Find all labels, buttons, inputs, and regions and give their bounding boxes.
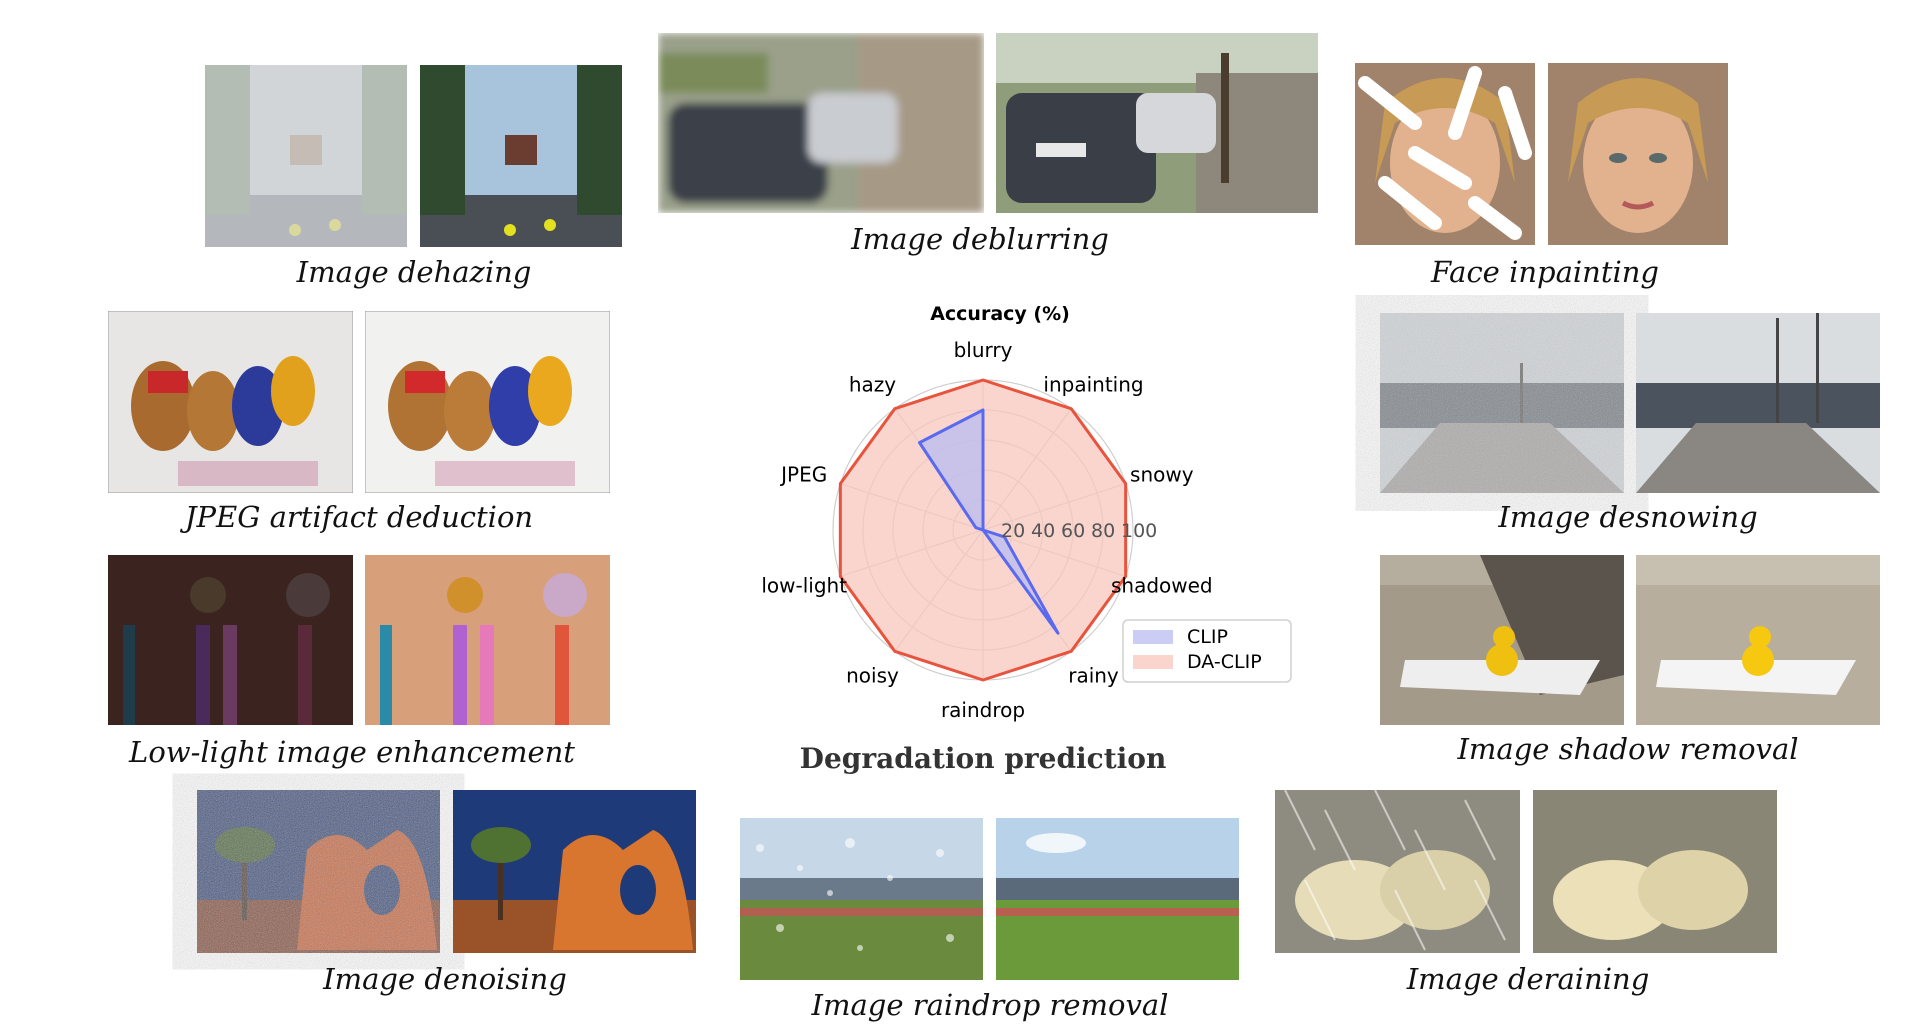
category-label-blurry: blurry: [954, 338, 1013, 362]
legend-label-clip: CLIP: [1187, 626, 1228, 648]
series-clip: [918, 408, 1060, 635]
derained-bears-image: [1533, 790, 1777, 953]
category-label-shadowed: shadowed: [1111, 574, 1213, 598]
category-label-raindrop: raindrop: [941, 698, 1025, 722]
raindrop-field-image: [740, 818, 983, 980]
category-label-low-light: low-light: [761, 574, 847, 598]
masked-face-image: [1355, 63, 1535, 245]
category-label-JPEG: JPEG: [779, 462, 827, 486]
desnowed-pier-image: [1636, 313, 1880, 493]
category-label-hazy: hazy: [849, 372, 896, 396]
chart-legend: CLIP DA-CLIP: [1122, 619, 1292, 683]
caption-desnowing: Image desnowing: [1498, 500, 1758, 534]
rainy-bears-image: [1275, 790, 1520, 953]
caption-denoising: Image denoising: [323, 962, 567, 996]
radial-tick-60: 60: [1061, 520, 1085, 542]
caption-raindrop: Image raindrop removal: [811, 988, 1169, 1022]
legend-swatch-clip: [1133, 630, 1173, 644]
radial-tick-20: 20: [1001, 520, 1025, 542]
dehazed-street-image: [420, 65, 622, 247]
caption-dehazing: Image dehazing: [296, 255, 532, 289]
category-label-rainy: rainy: [1068, 664, 1119, 688]
blurry-car-image: [658, 33, 984, 213]
caption-shadow: Image shadow removal: [1457, 732, 1799, 766]
category-label-noisy: noisy: [846, 664, 899, 688]
chart-title: Accuracy (%): [930, 303, 1070, 325]
jpeg-compressed-toys-image: [108, 311, 353, 493]
radial-tick-100: 100: [1121, 520, 1157, 542]
noisy-arch-image: [197, 790, 440, 953]
raindrop-removed-field-image: [996, 818, 1239, 980]
shadow-free-duck-image: [1636, 555, 1880, 725]
denoised-arch-image: [453, 790, 696, 953]
accuracy-radar-chart: Accuracy (%) blurry inpainting snowy shadow…: [761, 303, 1292, 722]
caption-lowlight: Low-light image enhancement: [129, 735, 575, 769]
category-label-snowy: snowy: [1130, 462, 1194, 486]
legend-swatch-da-clip: [1133, 655, 1173, 669]
shadowed-duck-image: [1380, 555, 1624, 725]
degradation-prediction-title: Degradation prediction: [799, 742, 1167, 775]
radial-tick-40: 40: [1031, 520, 1055, 542]
legend-label-da-clip: DA-CLIP: [1187, 651, 1262, 673]
caption-face-inpainting: Face inpainting: [1431, 255, 1659, 289]
hazy-street-image: [205, 65, 407, 247]
radial-tick-80: 80: [1091, 520, 1115, 542]
caption-jpeg: JPEG artifact deduction: [184, 500, 534, 534]
radar-category-labels: blurry inpainting snowy shadowed rainy raindr…: [761, 338, 1212, 722]
jpeg-restored-toys-image: [365, 311, 610, 493]
inpainted-face-image: [1548, 63, 1728, 245]
category-label-inpainting: inpainting: [1043, 372, 1143, 396]
enhanced-tassels-image: [365, 555, 610, 725]
radar-radial-ticks: 20 40 60 80 100: [1001, 520, 1157, 542]
snowy-pier-image: [1380, 313, 1624, 493]
deblurred-car-image: [996, 33, 1318, 213]
caption-deraining: Image deraining: [1406, 962, 1650, 996]
low-light-tassels-image: [108, 555, 353, 725]
caption-deblurring: Image deblurring: [851, 222, 1109, 256]
radar-series: [838, 378, 1128, 682]
